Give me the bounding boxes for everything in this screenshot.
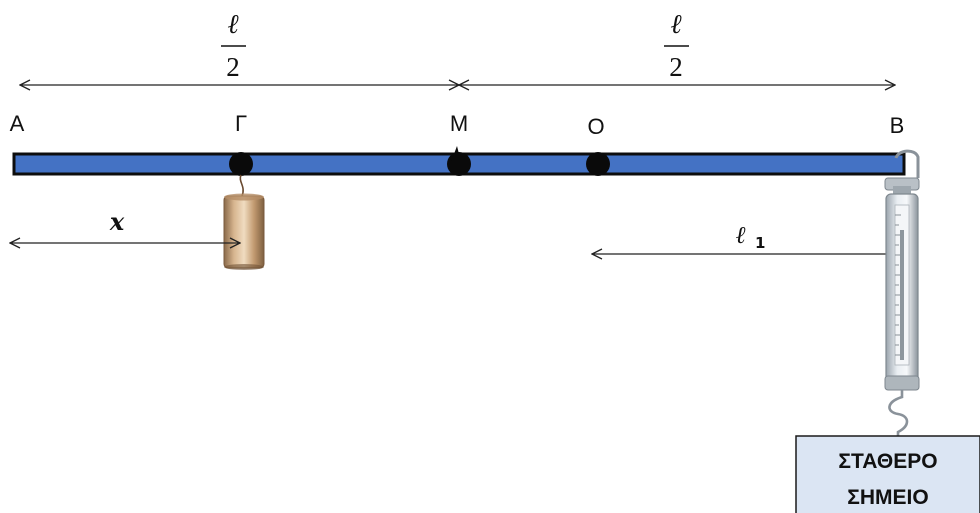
- l1-label: ℓ: [736, 220, 746, 249]
- mass-string: [239, 174, 244, 197]
- point-label-g: Γ: [235, 111, 247, 136]
- l1-subscript: 1: [755, 234, 765, 252]
- fraction-numerator: ℓ: [227, 9, 239, 40]
- fraction-denominator: 2: [226, 52, 240, 82]
- x-label: x: [109, 207, 125, 236]
- pivot-point-o: [586, 152, 610, 176]
- fixed-point-label-line2: ΣΗΜΕΙΟ: [847, 486, 928, 509]
- fraction-numerator: ℓ: [670, 9, 682, 40]
- dimension-l1: ℓ 1: [592, 220, 904, 254]
- mass-cylinder: [223, 195, 265, 269]
- fraction-denominator: 2: [669, 52, 683, 82]
- scale-hook: [888, 390, 909, 436]
- fixed-point-box: ΣΤΑΘΕΡΟ ΣΗΜΕΙΟ: [795, 435, 980, 513]
- pivot-point-m: [447, 146, 471, 176]
- point-label-a: Α: [10, 111, 25, 136]
- pivot-point-g: [229, 152, 253, 176]
- fraction-half-left: ℓ 2: [221, 9, 246, 82]
- dimension-x: x: [10, 207, 240, 243]
- fraction-half-right: ℓ 2: [664, 9, 689, 82]
- point-label-m: Μ: [450, 111, 468, 136]
- point-label-o: Ο: [587, 114, 604, 139]
- fixed-point-label-line1: ΣΤΑΘΕΡΟ: [838, 450, 937, 473]
- point-label-b: Β: [890, 113, 905, 138]
- hanging-mass: [223, 174, 265, 270]
- spring-scale: [884, 149, 920, 436]
